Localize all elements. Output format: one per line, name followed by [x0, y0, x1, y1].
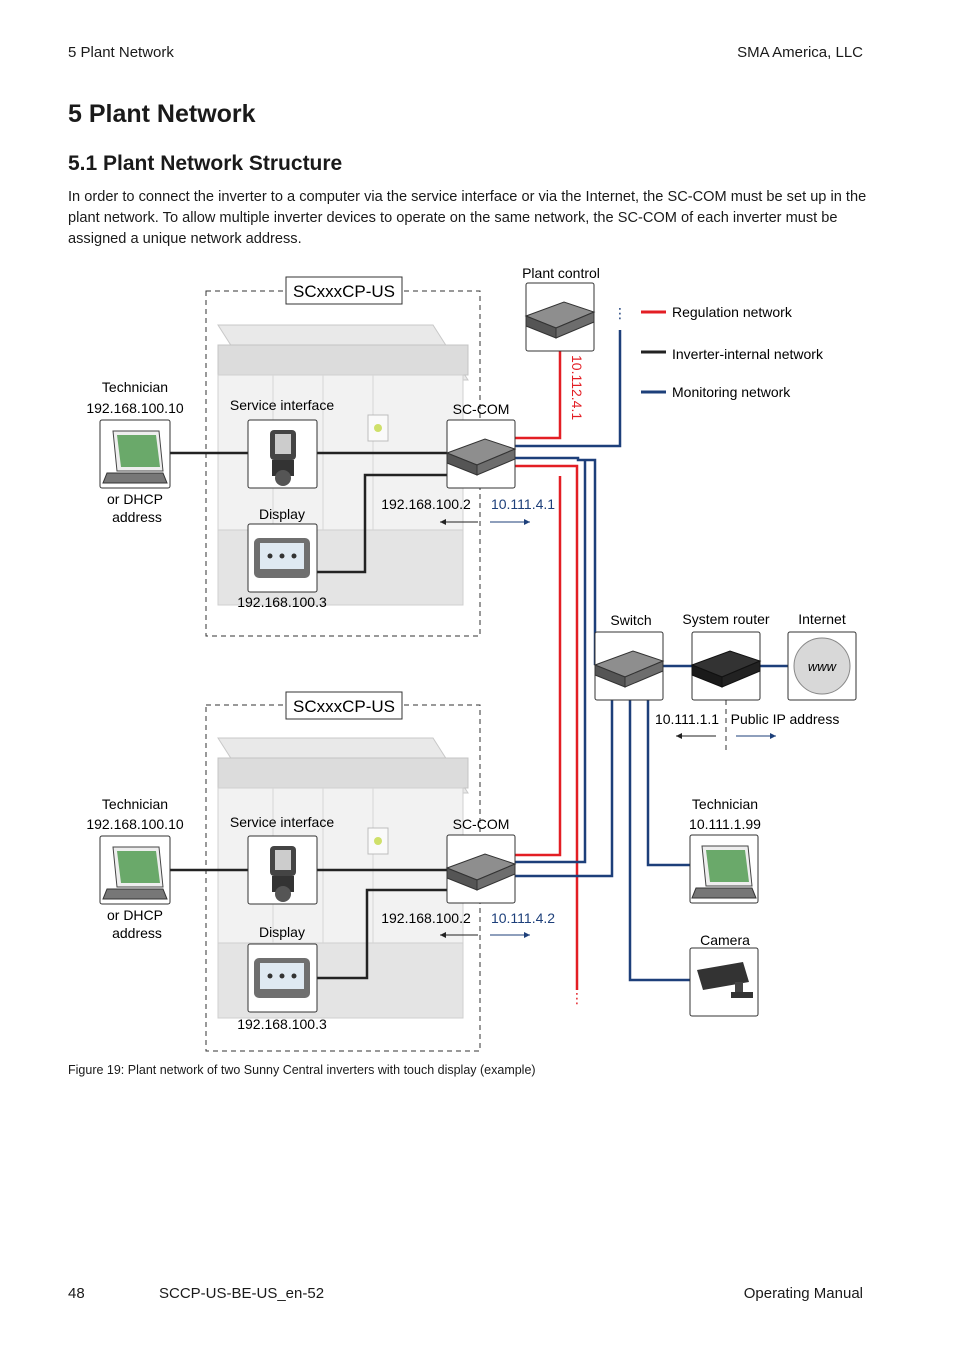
- legend-label-regulation: Regulation network: [672, 304, 793, 320]
- display-label-bottom: Display: [259, 924, 305, 940]
- service-interface-label-top: Service interface: [230, 397, 334, 413]
- page-number: 48: [68, 1285, 85, 1302]
- technician-label-top: Technician: [102, 379, 168, 395]
- touch-display-icon: [254, 958, 310, 998]
- dhcp-address-top: address: [112, 509, 162, 525]
- running-header-left: 5 Plant Network: [68, 44, 174, 61]
- inverter-label-box-bottom: [285, 691, 403, 720]
- wire-display-sccom-top: [317, 473, 447, 574]
- plant-control-ip: 10.112.4.1: [569, 355, 585, 420]
- document-code: SCCP-US-BE-US_en-52: [159, 1285, 325, 1302]
- wire-regulation-trunk: [515, 464, 579, 990]
- sccom-lan-ip-top: 192.168.100.2: [381, 496, 471, 512]
- display-ip-top: 192.168.100.3: [237, 594, 327, 610]
- router-ip: 10.111.1.1: [655, 711, 719, 727]
- legend-label-internal: Inverter-internal network: [672, 346, 824, 362]
- camera-icon: [697, 962, 753, 998]
- www-label: www: [808, 659, 838, 674]
- inverter-label-top: SCxxxCP-US: [293, 282, 395, 301]
- wire-monitoring-sccom-top: [515, 456, 597, 665]
- legend-label-monitoring: Monitoring network: [672, 384, 791, 400]
- dhcp-label-bottom: or DHCP: [107, 907, 163, 923]
- camera-label: Camera: [700, 932, 750, 948]
- display-ip-bottom: 192.168.100.3: [237, 1016, 327, 1032]
- running-header-right: SMA America, LLC: [737, 44, 863, 61]
- monitoring-continuation-dots: ⋮: [613, 305, 627, 321]
- router-device-icon: [690, 650, 762, 688]
- technician-ip-bottom: 192.168.100.10: [86, 816, 184, 832]
- sccom-lan-ip-bottom: 192.168.100.2: [381, 910, 471, 926]
- switch-label: Switch: [610, 612, 651, 628]
- section-title: 5.1 Plant Network Structure: [68, 152, 343, 175]
- arrowhead-router-lan: [676, 733, 682, 739]
- internet-label: Internet: [798, 611, 846, 627]
- dhcp-address-bottom: address: [112, 925, 162, 941]
- inverter-label-box-top: [285, 276, 403, 305]
- arrowhead-net-top: [524, 519, 530, 525]
- plant-control-label: Plant control: [522, 265, 600, 281]
- remote-technician-label: Technician: [692, 796, 758, 812]
- chapter-title: 5 Plant Network: [68, 100, 256, 128]
- wire-monitoring-camera: [628, 700, 690, 982]
- wire-regulation-bottom: [515, 476, 562, 857]
- globe-icon: [793, 637, 851, 695]
- arrowhead-lan-top: [440, 519, 446, 525]
- technician-ip-top: 192.168.100.10: [86, 400, 184, 416]
- arrowhead-router-wan: [770, 733, 776, 739]
- regulation-continuation-dots: ⋮: [570, 990, 584, 1006]
- wire-regulation-top: [515, 350, 562, 440]
- system-router-label: System router: [682, 611, 769, 627]
- sccom-label-bottom: SC-COM: [453, 816, 510, 832]
- service-interface-label-bottom: Service interface: [230, 814, 334, 830]
- wire-display-sccom-bottom: [317, 888, 447, 980]
- figure-caption: Figure 19: Plant network of two Sunny Ce…: [68, 1063, 536, 1077]
- footer-manual-label: Operating Manual: [743, 1285, 863, 1302]
- remote-technician-ip: 10.111.1.99: [689, 816, 761, 832]
- sccom-label-top: SC-COM: [453, 401, 510, 417]
- wire-monitoring-sccom-bottom-b: [515, 700, 614, 878]
- wire-monitoring-sccom-bottom-a: [515, 460, 587, 864]
- touch-display-icon: [254, 538, 310, 578]
- arrowhead-lan-bottom: [440, 932, 446, 938]
- sccom-net-ip-top: 10.111.4.1: [491, 496, 555, 512]
- arrowhead-net-bottom: [524, 932, 530, 938]
- intro-paragraph: In order to connect the inverter to a co…: [68, 189, 867, 247]
- display-label-top: Display: [259, 506, 305, 522]
- wire-monitoring-plant-control: [515, 330, 622, 448]
- dhcp-label-top: or DHCP: [107, 491, 163, 507]
- sccom-net-ip-bottom: 10.111.4.2: [491, 910, 555, 926]
- public-ip-label: Public IP address: [731, 711, 840, 727]
- inverter-label-bottom: SCxxxCP-US: [293, 697, 395, 716]
- technician-label-bottom: Technician: [102, 796, 168, 812]
- wire-monitoring-remote-tech: [646, 700, 690, 867]
